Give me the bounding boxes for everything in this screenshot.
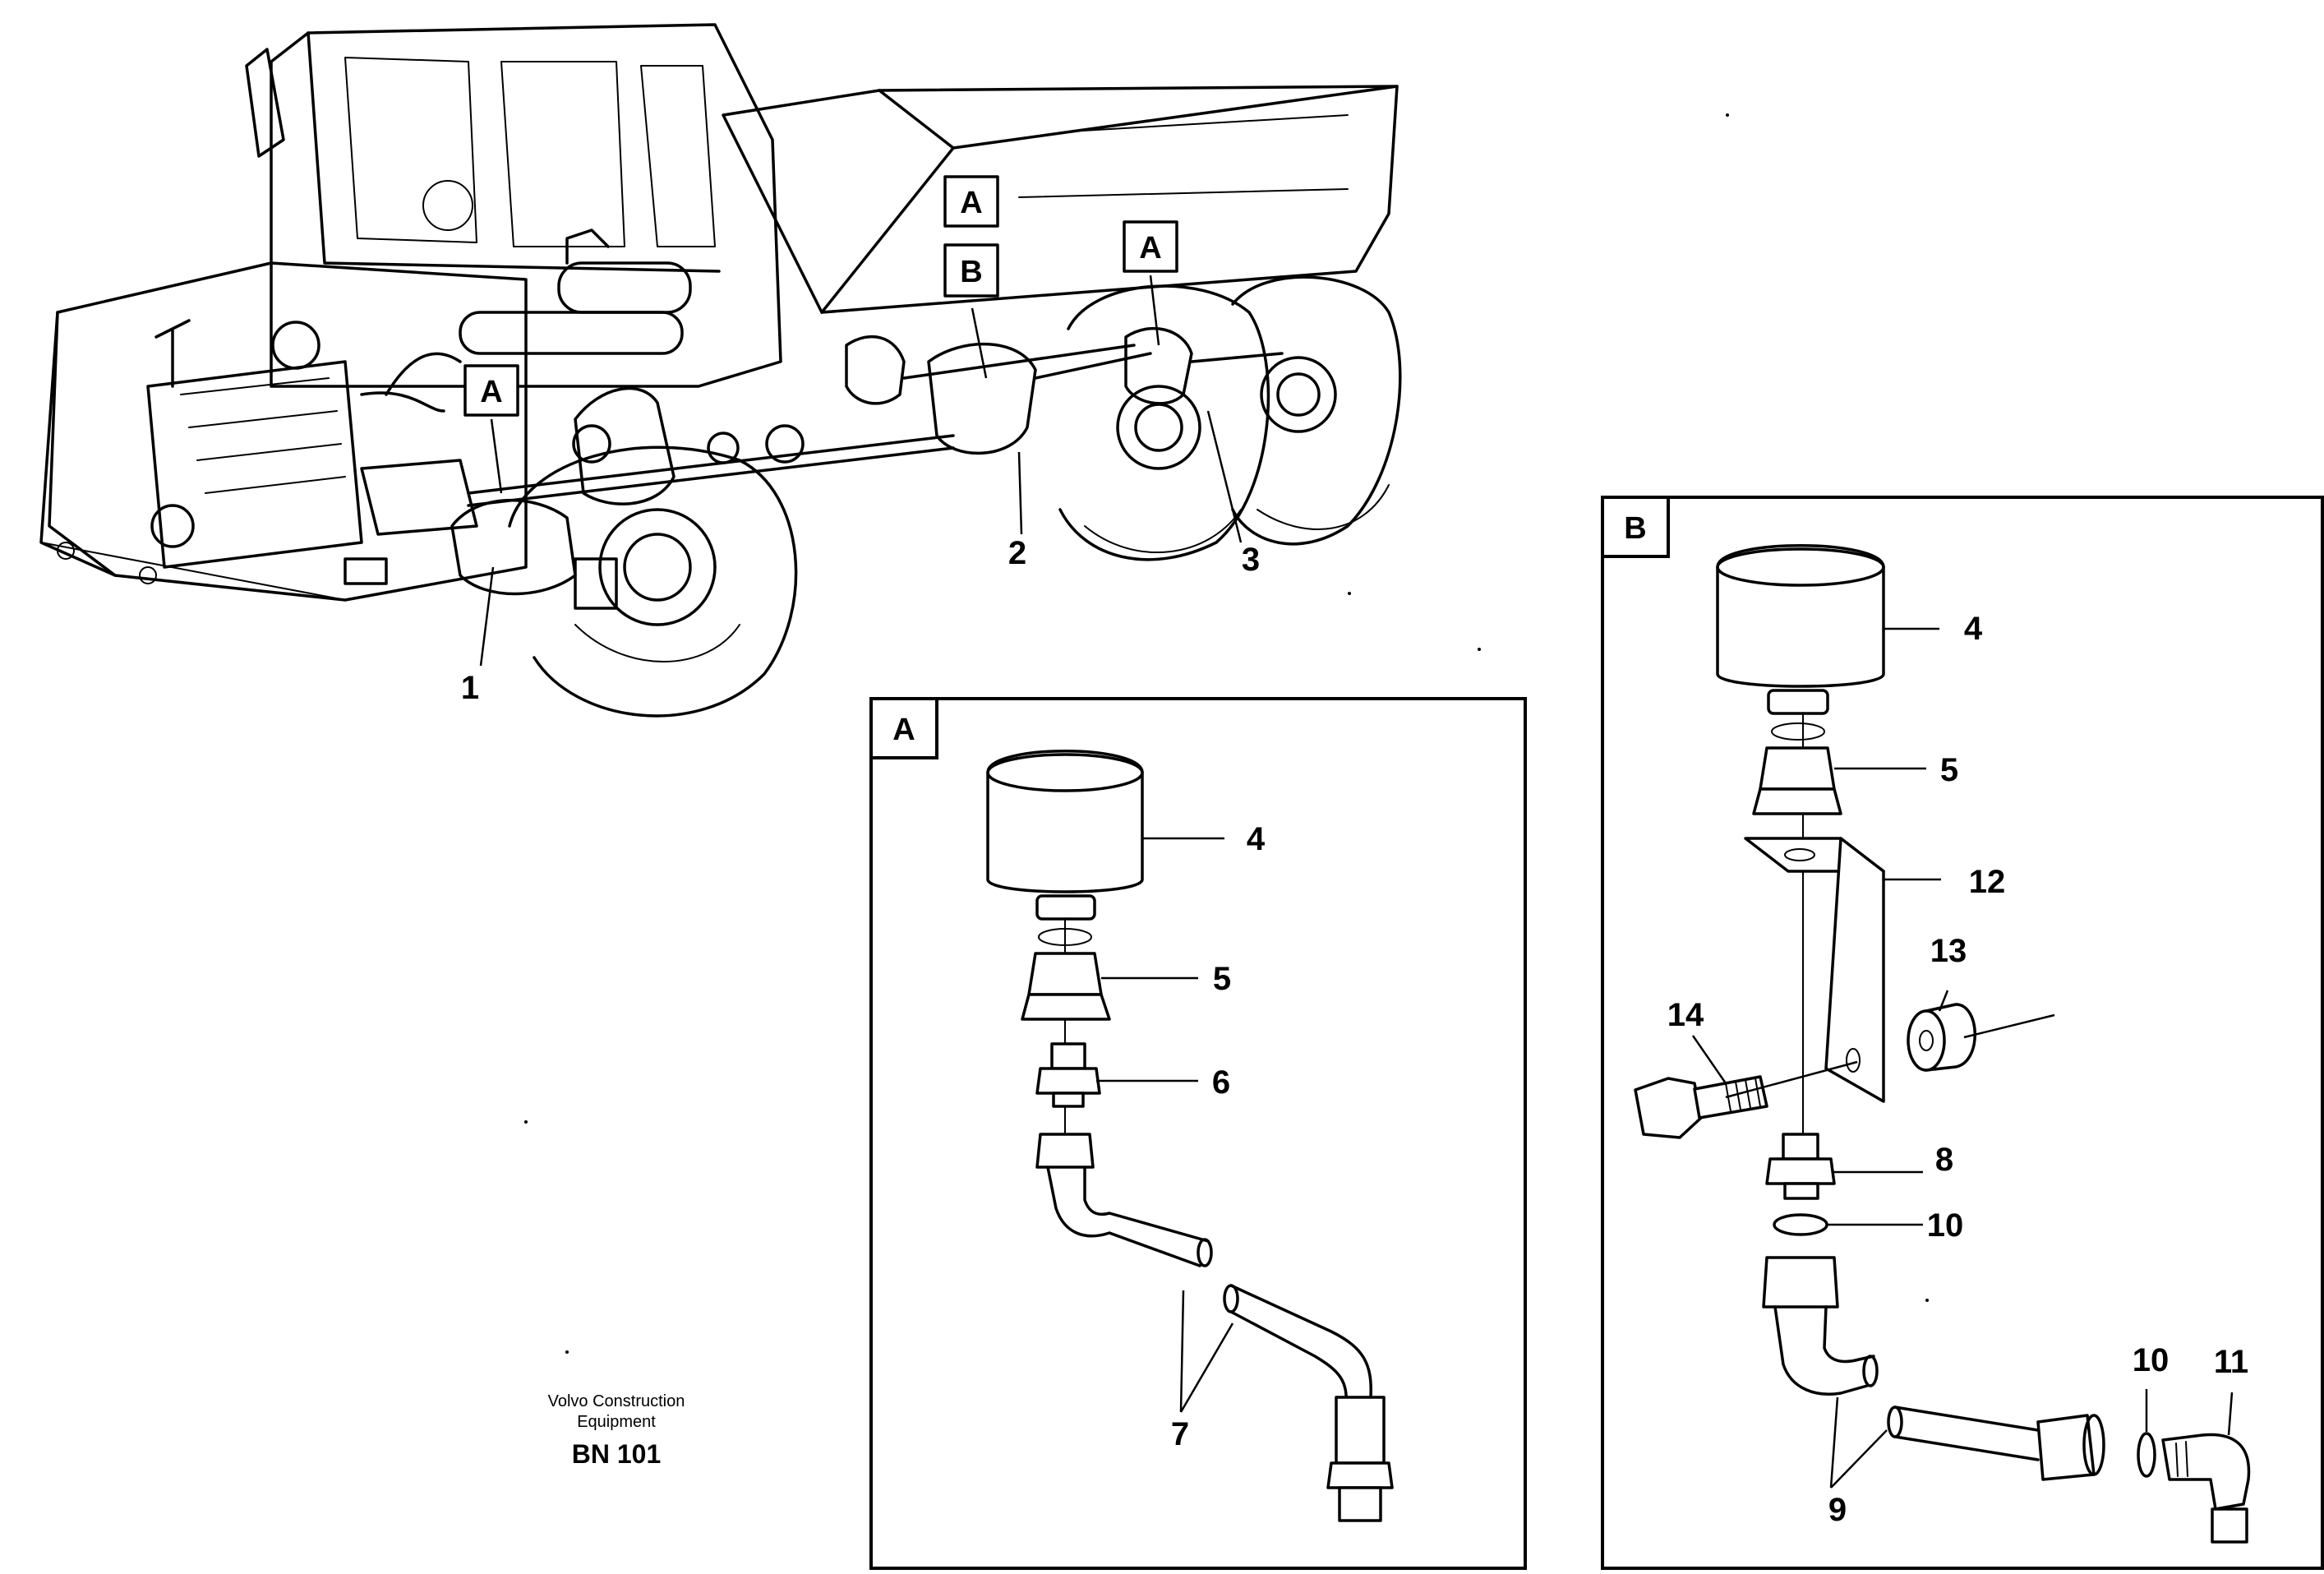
document-code: BN 101 xyxy=(571,1439,662,1469)
tag-a-engine[interactable]: A xyxy=(463,364,519,417)
detail-b-callout-8: 8 xyxy=(1935,1142,1953,1178)
tag-b-axle[interactable]: B xyxy=(943,243,999,298)
detail-a-panel: A xyxy=(869,697,1527,1570)
svg-text:B: B xyxy=(960,255,982,289)
hose-left xyxy=(1035,1133,1213,1267)
washer xyxy=(1773,1213,1828,1236)
bolt xyxy=(1634,1075,1768,1139)
detail-b-callout-10a: 10 xyxy=(1927,1207,1964,1244)
brand-line-2: Equipment xyxy=(577,1413,656,1431)
detail-a-callout-5: 5 xyxy=(1213,961,1231,997)
elbow-fitting xyxy=(2161,1433,2251,1544)
svg-text:A: A xyxy=(480,375,502,409)
tag-a-rear[interactable]: A xyxy=(1123,220,1178,273)
breather-filter xyxy=(986,750,1144,946)
bracket xyxy=(1744,837,1885,1103)
detail-b-callout-11: 11 xyxy=(2214,1344,2248,1380)
svg-text:A: A xyxy=(1139,231,1161,265)
footer-block: Volvo Construction Equipment BN 101 xyxy=(460,1392,772,1470)
nipple xyxy=(1035,1042,1101,1108)
dump-truck-illustration xyxy=(39,23,1402,718)
callout-3: 3 xyxy=(1242,542,1260,578)
detail-b-callout-14: 14 xyxy=(1667,997,1704,1033)
detail-b-callout-9: 9 xyxy=(1828,1492,1847,1528)
hose-right xyxy=(1223,1284,1394,1522)
nipple xyxy=(1765,1133,1836,1200)
breather-filter xyxy=(1716,544,1885,741)
main-callout-leaders xyxy=(479,275,1243,667)
detail-b-callout-10b: 10 xyxy=(2133,1342,2170,1378)
adapter-nut xyxy=(1021,952,1111,1021)
callout-2: 2 xyxy=(1008,535,1026,571)
detail-b-callout-4: 4 xyxy=(1964,611,1983,647)
detail-a-callout-7: 7 xyxy=(1171,1416,1189,1452)
callout-1: 1 xyxy=(461,670,479,706)
tag-a-body[interactable]: A xyxy=(943,175,999,228)
detail-b-panel: B xyxy=(1064,496,2324,1570)
brand-line-1: Volvo Construction xyxy=(547,1392,685,1410)
detail-b-callout-5: 5 xyxy=(1940,752,1958,788)
detail-a-callout-6: 6 xyxy=(1212,1064,1230,1101)
detail-b-callout-12: 12 xyxy=(1969,864,2006,900)
detail-a-callout-4: 4 xyxy=(1247,821,1266,857)
spacer-sleeve xyxy=(1907,1003,1976,1072)
detail-a-title: A xyxy=(892,713,915,747)
hose xyxy=(1762,1256,2105,1481)
svg-text:A: A xyxy=(960,186,982,220)
detail-b-callout-13: 13 xyxy=(1930,933,1967,969)
washer-2 xyxy=(2137,1432,2156,1478)
adapter-nut xyxy=(1752,746,1842,815)
detail-b-title: B xyxy=(1624,511,1646,546)
